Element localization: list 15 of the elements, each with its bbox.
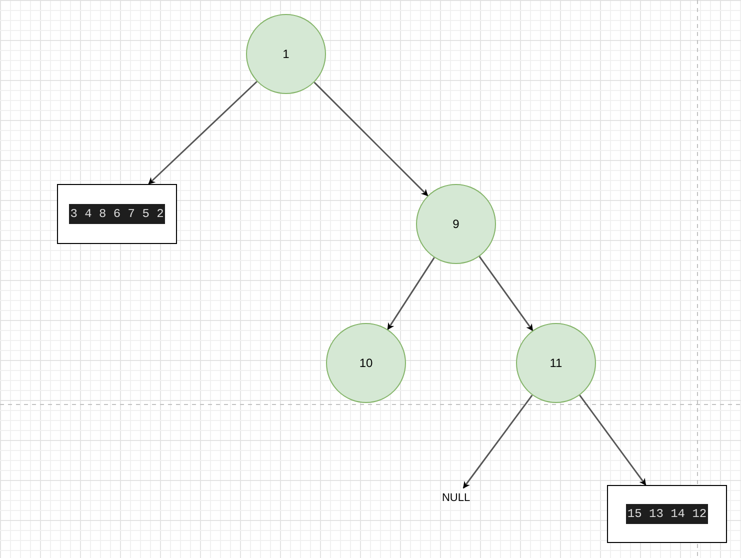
arrow [478,256,534,332]
arrow [148,80,258,185]
arrow [462,394,533,489]
node-value: 1 [282,47,290,61]
arrow [579,394,646,486]
node-value: 11 [550,356,562,370]
array-values: 3 4 8 6 7 5 2 [69,204,165,224]
null-label: NULL [442,492,470,504]
array-box [57,184,177,244]
arrow [314,82,428,196]
node-value: 10 [359,356,373,370]
array-box [607,485,727,543]
node-value: 9 [452,217,460,231]
arrow [387,257,435,330]
array-values: 15 13 14 12 [626,504,708,524]
